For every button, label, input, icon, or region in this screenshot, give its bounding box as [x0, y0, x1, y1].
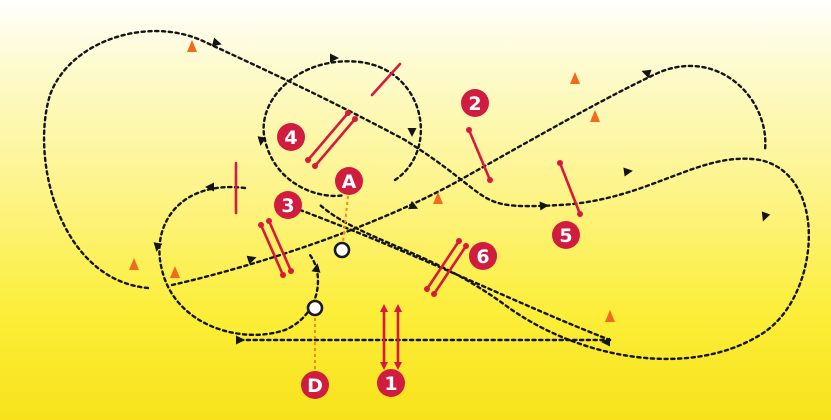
arrow-icon	[641, 69, 652, 79]
badge-3-label: 3	[281, 195, 294, 217]
tether-a	[342, 195, 349, 243]
badge-3: 3	[274, 191, 302, 219]
gate-1	[380, 304, 402, 370]
cone-icon	[570, 72, 580, 84]
pole-2	[466, 127, 493, 183]
pole-5	[557, 160, 583, 217]
badge-2: 2	[461, 89, 489, 117]
double-poles	[258, 110, 469, 370]
badge-1-label: 1	[384, 373, 397, 395]
badge-4-label: 4	[284, 127, 297, 149]
cones	[129, 40, 615, 322]
badge-5-label: 5	[559, 225, 572, 247]
badge-6: 6	[469, 242, 497, 270]
marker-d-point	[306, 299, 324, 317]
arrow-icon	[153, 242, 163, 252]
cone-icon	[187, 40, 197, 52]
badge-d: D	[301, 371, 329, 399]
arrow-icon	[311, 263, 321, 273]
path-diagonal-upper-right	[170, 64, 767, 287]
arrow-icon	[761, 211, 771, 222]
badge-a-label: A	[342, 171, 357, 193]
marker-a-point	[333, 241, 351, 259]
badge-d-label: D	[307, 375, 323, 397]
single-poles	[234, 62, 583, 217]
direction-arrows	[153, 37, 771, 347]
gate-6	[424, 238, 469, 297]
arrow-icon	[601, 337, 610, 347]
badge-2-label: 2	[468, 93, 481, 115]
arrow-icon	[408, 200, 419, 210]
gate-3	[258, 218, 294, 278]
arrow-icon	[205, 182, 214, 192]
badge-4: 4	[277, 123, 305, 151]
cone-icon	[129, 258, 139, 270]
badge-6-label: 6	[476, 246, 489, 268]
cone-icon	[433, 192, 443, 204]
arrow-icon	[407, 128, 417, 137]
badge-1: 1	[377, 369, 405, 397]
cone-icon	[590, 110, 600, 122]
gate-4	[305, 110, 358, 169]
path-upper-circle	[262, 60, 423, 198]
path-outer-loop	[42, 29, 811, 360]
cone-icon	[605, 310, 615, 322]
cone-icon	[170, 266, 180, 278]
path-diagonal-lower-right	[298, 208, 612, 342]
badge-a: A	[335, 167, 363, 195]
arrow-icon	[246, 255, 257, 265]
arrow-icon	[257, 136, 267, 146]
badge-5: 5	[552, 221, 580, 249]
arrow-icon	[623, 167, 633, 177]
arrow-icon	[539, 201, 549, 211]
arrow-icon	[236, 335, 245, 345]
pole-top	[370, 62, 402, 97]
arrow-icon	[211, 37, 222, 47]
arrow-icon	[330, 53, 339, 63]
